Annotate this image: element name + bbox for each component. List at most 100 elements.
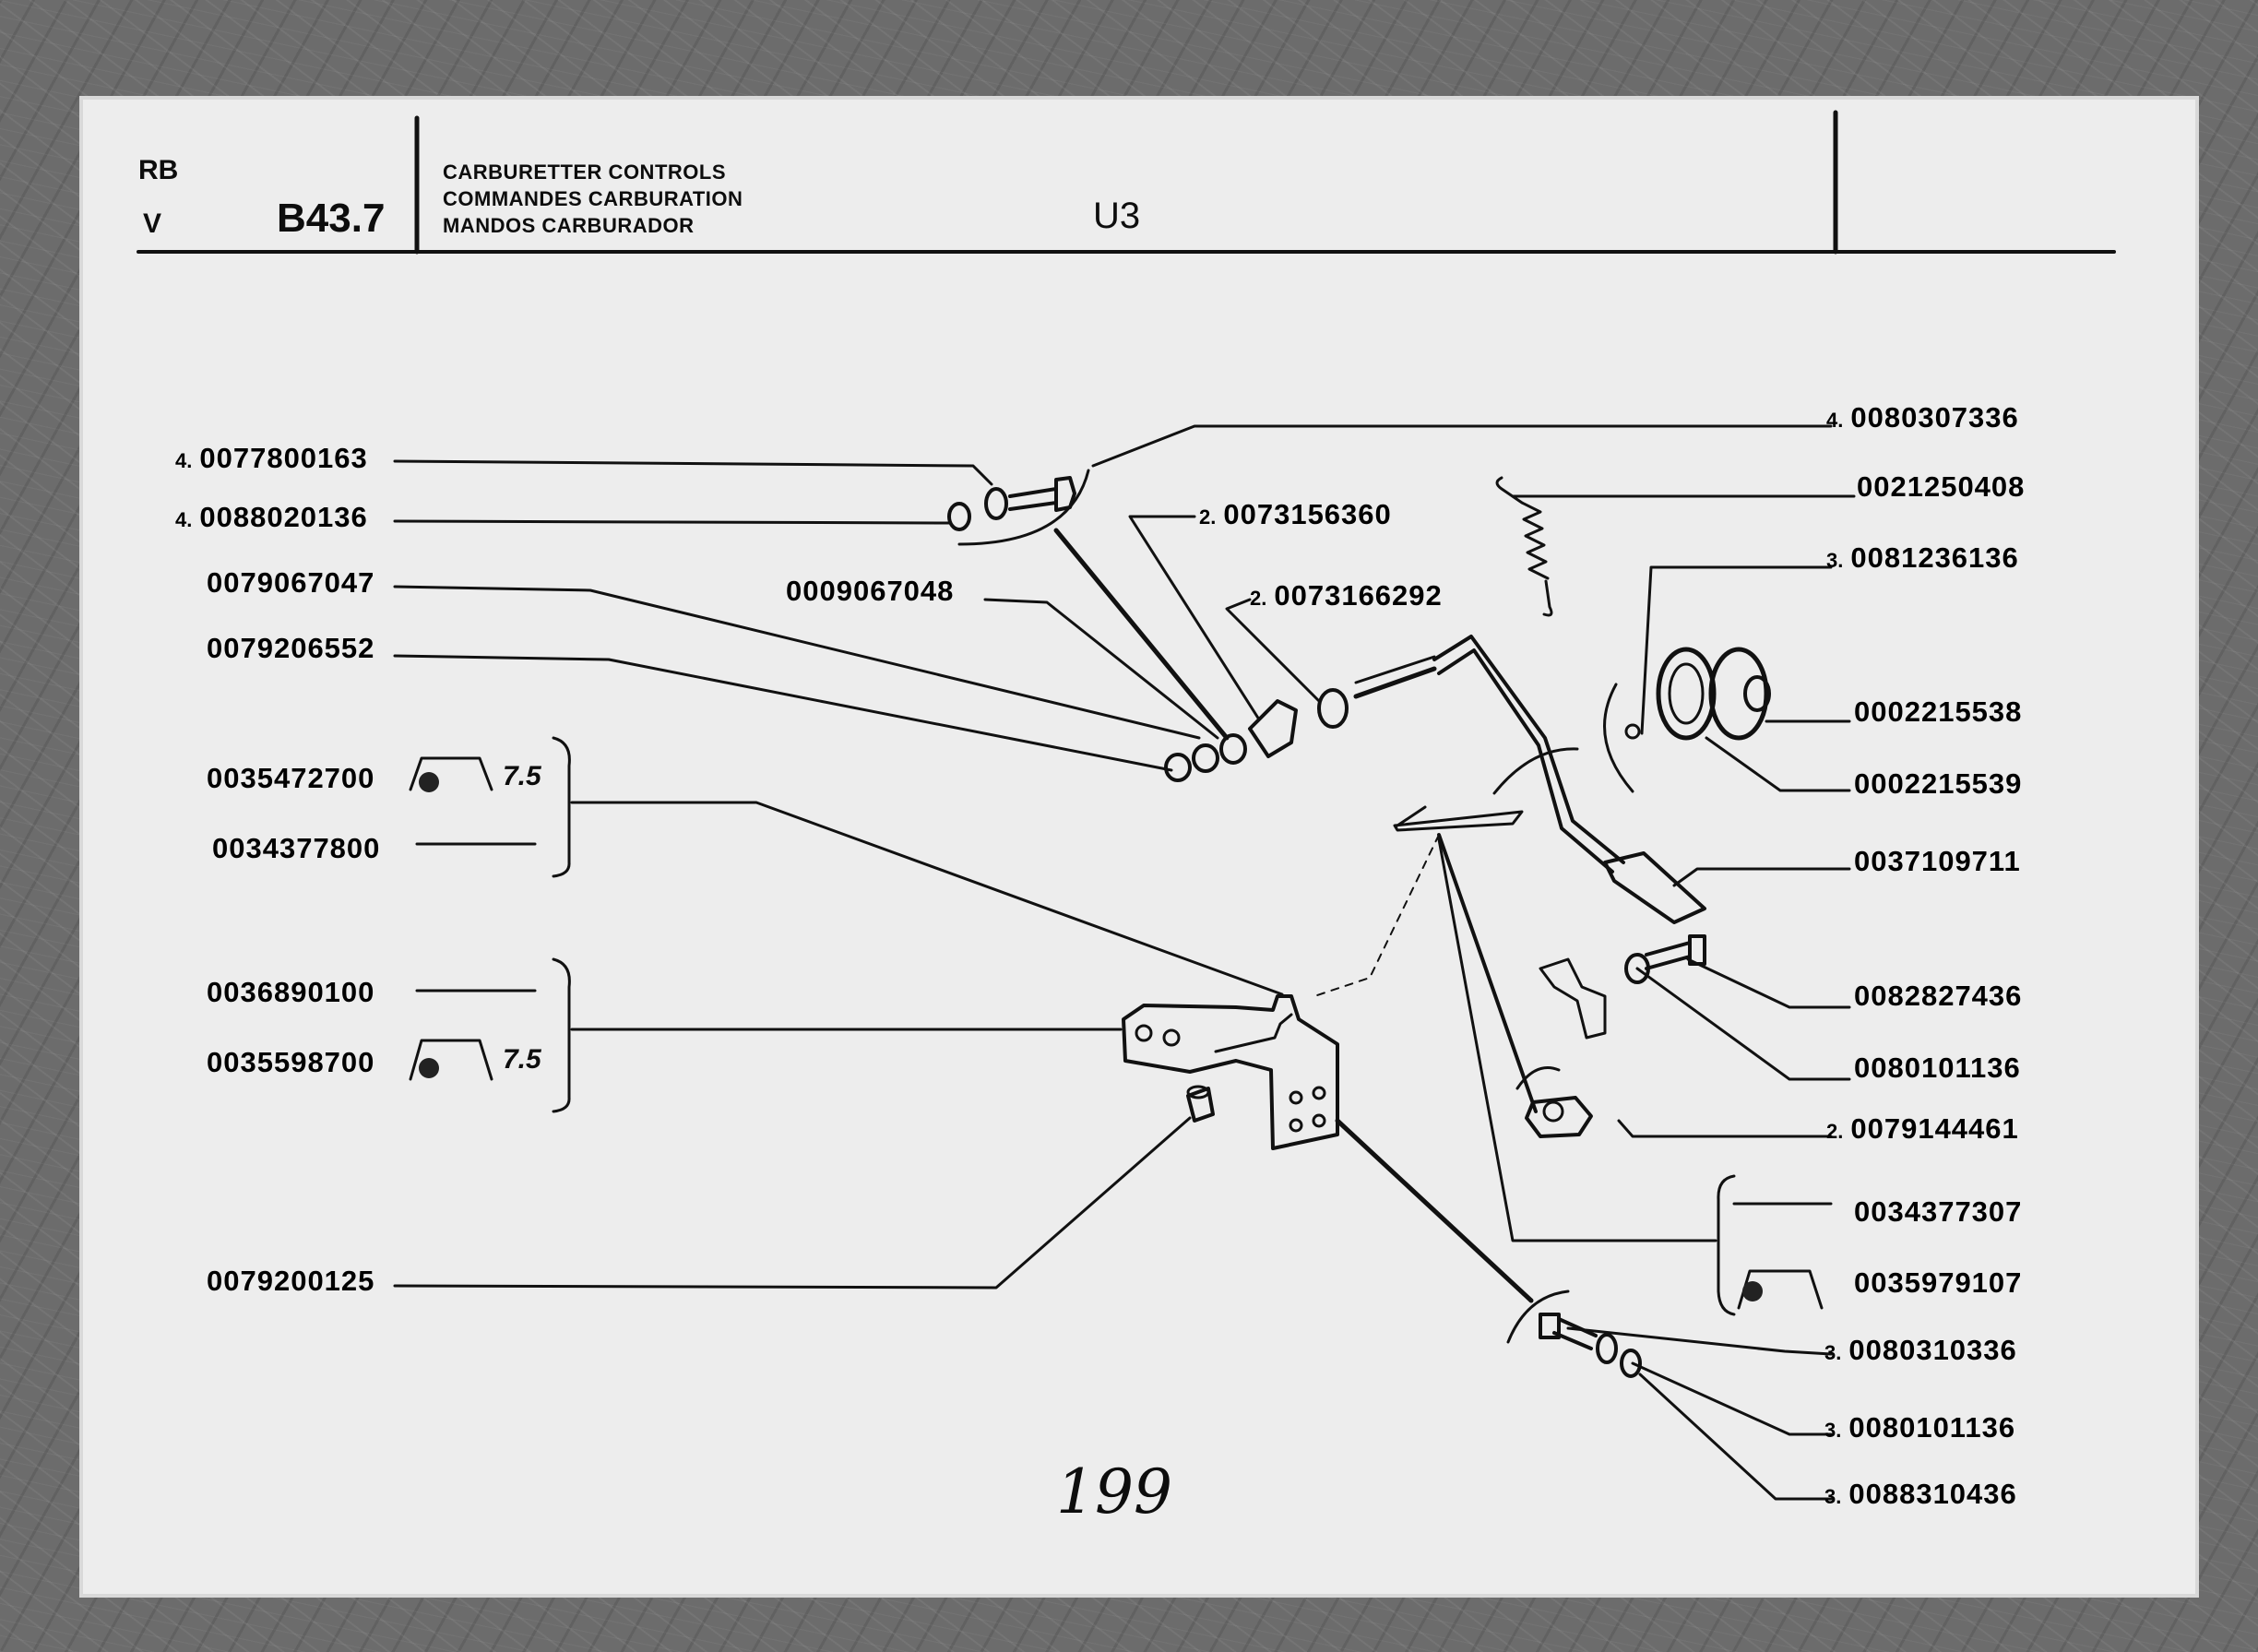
torque-value-1: 7.5 [503,761,541,791]
washer-b [1192,743,1219,773]
callout-0035979107: 0035979107 [1854,1266,2023,1299]
page-number: 199 [1056,1456,1172,1527]
swirl-pedal [1492,747,1579,795]
callout-0081236136: 3.0081236136 [1826,541,2019,574]
bolt-upper [1008,476,1076,512]
callout-0088020136: 4.0088020136 [175,501,368,533]
bracket-right [1717,1174,1736,1316]
callout-0080310336: 3.0080310336 [1824,1334,2017,1366]
header-rb: RB [138,155,179,185]
leader-0037109711 [1672,867,1851,887]
nut-lower [1620,1349,1642,1378]
nut-symbol-1 [419,772,439,792]
washer-upper [984,487,1008,520]
leader-0009067048 [983,598,1219,740]
callout-0073166292: 2.0073166292 [1250,579,1443,612]
washer-c [1219,733,1247,765]
nut-symbol-3 [1742,1281,1763,1301]
cable-end-fitting [1525,1096,1593,1138]
bracket-2 [552,957,571,1113]
leader-bracket-top [570,801,1284,996]
callout-0073156360: 2.0073156360 [1199,498,1392,530]
pedal-stop-rubber [1708,647,1769,741]
bolt-mid [1645,934,1706,970]
bracket-1 [552,736,571,878]
callout-0080101136-b: 3.0080101136 [1824,1411,2016,1444]
bracket-spacer [1186,1087,1215,1123]
swirl-upper [957,469,1090,546]
nut-mid [1624,953,1650,984]
nut-symbol-2 [419,1058,439,1078]
leader-0079067047 [393,585,1201,740]
header-v: V [143,208,162,239]
callout-0036890100: 0036890100 [207,976,375,1008]
leader-0079206552 [393,654,1173,772]
leader-0073156360 [1128,515,1261,721]
leader-0080101136-b [1631,1361,1833,1436]
callout-0034377307: 0034377307 [1854,1195,2023,1228]
pedal-shaft [1353,666,1437,699]
throttle-cable [1437,833,1538,1113]
link-rod-lower [1335,1118,1534,1303]
throttle-lever [1393,805,1524,832]
variant-code: U3 [1093,196,1141,236]
callout-0021250408: 0021250408 [1857,470,2026,503]
callout-0077800163: 4.0077800163 [175,442,368,474]
leader-0077800163 [393,459,993,486]
plate [1248,699,1298,758]
pedal-pad [1603,851,1706,924]
swirl-cable-end [1515,1066,1561,1090]
leader-bracket-right [1437,838,1717,1242]
title-es: MANDOS CARBURADOR [443,214,695,237]
callout-0079067047: 0079067047 [207,566,375,599]
torque-symbol-1 [409,756,493,791]
washer-lower [1596,1333,1618,1364]
mounting-bracket [1122,994,1339,1150]
leader-0082827436 [1686,957,1851,1009]
title-en: CARBURETTER CONTROLS [443,160,726,184]
callout-0035472700: 0035472700 [207,762,375,794]
swirl-lower [1506,1290,1570,1344]
catalog-sheet [83,100,2195,1594]
leader-0081236136 [1640,565,1833,735]
torque-value-2: 7.5 [503,1044,541,1075]
stop-screw [1624,723,1641,740]
washer-a [1164,753,1192,782]
callout-0002215539: 0002215539 [1854,767,2023,800]
leader-0088310436 [1638,1373,1833,1501]
bushing [1317,688,1349,729]
nut-upper [947,502,971,531]
pedal-stop-ring [1656,647,1717,741]
callout-0080307336: 4.0080307336 [1826,401,2019,434]
clip-bracket [1539,957,1607,1040]
callout-0037109711: 0037109711 [1854,845,2021,877]
accelerator-pedal-arm [1432,635,1625,874]
callout-0088310436: 3.0088310436 [1824,1478,2017,1510]
leader-0079200125 [393,1116,1192,1290]
leader-0080310336 [1566,1326,1833,1356]
callout-0080101136: 0080101136 [1854,1052,2021,1084]
return-spring [1495,476,1553,617]
callout-0035598700: 0035598700 [207,1046,375,1078]
leader-0079144461 [1617,1119,1833,1138]
leader-0002215539 [1705,736,1851,792]
callout-0002215538: 0002215538 [1854,695,2023,728]
callout-0079200125: 0079200125 [207,1265,375,1297]
link-rod-upper [1053,528,1230,741]
leader-0080101136 [1635,967,1851,1081]
bolt-lower [1539,1313,1598,1350]
link-dashed [1313,834,1440,997]
title-fr: COMMANDES CARBURATION [443,187,743,210]
group-number: B43.7 [277,196,386,241]
callout-0034377800: 0034377800 [212,832,381,864]
torque-symbol-2 [409,1039,493,1081]
swirl-stop [1603,683,1634,793]
leader-0073166292 [1225,598,1321,703]
leader-0080307336 [1091,424,1833,468]
leader-0088020136 [393,519,952,525]
callout-0009067048: 0009067048 [786,575,955,607]
callout-0082827436: 0082827436 [1854,980,2023,1012]
callout-0079144461: 2.0079144461 [1826,1112,2019,1145]
callout-0079206552: 0079206552 [207,632,375,664]
